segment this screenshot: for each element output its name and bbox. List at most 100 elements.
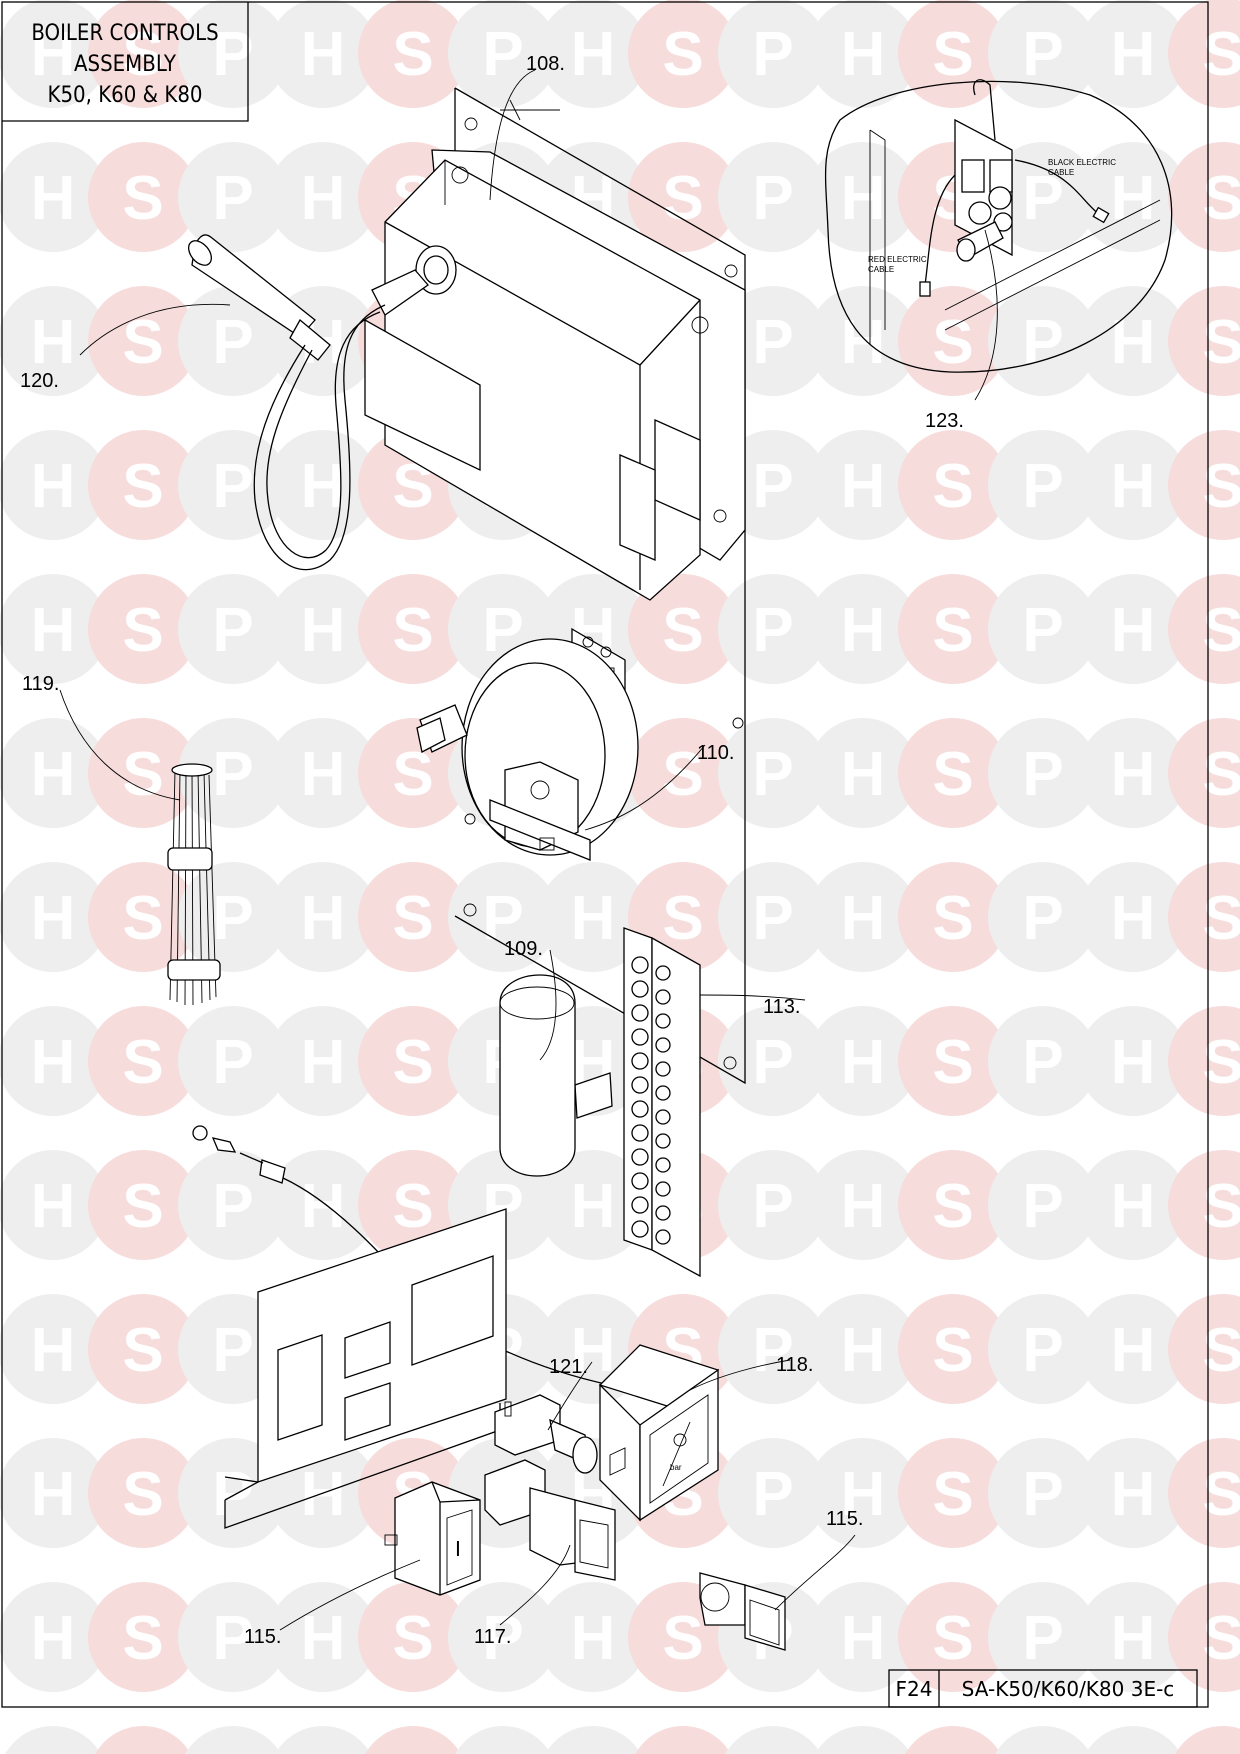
watermark-letter: P	[212, 1316, 253, 1385]
watermark-circle	[1168, 142, 1240, 252]
watermark-circle	[1168, 1150, 1240, 1260]
ignition-lead-120	[188, 234, 386, 571]
watermark-circle	[1168, 574, 1240, 684]
watermark-letter: H	[571, 20, 616, 89]
watermark-letter: S	[122, 20, 163, 89]
watermark-circle	[898, 286, 1008, 396]
watermark-circle	[995, 1726, 1091, 1754]
watermark-letter: H	[1111, 308, 1156, 377]
watermark-circle	[358, 574, 468, 684]
label-110: 110.	[697, 742, 734, 764]
watermark-circle	[88, 1438, 198, 1548]
page-border	[1, 1, 1209, 1708]
watermark-letter: P	[752, 1172, 793, 1241]
terminal-screw	[631, 1052, 649, 1070]
watermark-circle	[268, 142, 378, 252]
watermark-circle	[1078, 1294, 1188, 1404]
watermark-circle	[808, 574, 918, 684]
watermark-circle	[988, 0, 1098, 108]
watermark-letter: S	[122, 1028, 163, 1097]
watermark-circle	[898, 862, 1008, 972]
watermark-letter: S	[122, 1316, 163, 1385]
terminal-screw	[631, 1196, 649, 1214]
watermark-letter: H	[841, 1172, 886, 1241]
terminal-screw	[631, 1100, 649, 1118]
label-117: 117.	[474, 1626, 511, 1648]
inset-red-cable-1: RED ELECTRIC	[868, 255, 927, 264]
watermark-letter: H	[31, 308, 76, 377]
terminal-screw	[655, 1205, 671, 1221]
watermark-circle	[808, 718, 918, 828]
watermark-letter: P	[752, 884, 793, 953]
terminal-screw	[655, 1013, 671, 1029]
watermark-letter: P	[1022, 1316, 1063, 1385]
watermark-letter: H	[31, 1460, 76, 1529]
terminal-screw	[655, 1229, 671, 1245]
watermark-letter: S	[662, 596, 703, 665]
watermark-circle	[1168, 862, 1240, 972]
watermark-circle	[988, 1294, 1098, 1404]
terminal-screw	[631, 956, 649, 974]
watermark-letter: H	[841, 740, 886, 809]
watermark-circle	[988, 718, 1098, 828]
watermark-circle	[898, 430, 1008, 540]
watermark-letter: H	[841, 1316, 886, 1385]
watermark-circle	[0, 574, 108, 684]
watermark-circle	[88, 1582, 198, 1692]
watermark-circle	[898, 1438, 1008, 1548]
watermark-circle	[898, 718, 1008, 828]
watermark-circle	[815, 1726, 911, 1754]
capacitor-109	[499, 974, 613, 1177]
inset-black-cable-2: CABLE	[1048, 168, 1074, 177]
watermark-circle	[268, 0, 378, 108]
watermark-circle	[725, 1726, 821, 1754]
watermark-letter: P	[1022, 1172, 1063, 1241]
watermark-letter: S	[932, 740, 973, 809]
watermark-letter: P	[752, 596, 793, 665]
watermark-circle	[988, 1438, 1098, 1548]
pressure-gauge-118: bar	[598, 1344, 720, 1522]
watermark-letter: P	[482, 1748, 523, 1754]
terminal-screw	[631, 1148, 649, 1166]
watermark-letter: H	[571, 884, 616, 953]
watermark-circle	[0, 286, 108, 396]
watermark-circle	[808, 1438, 918, 1548]
reference-code: SA-K50/K60/K80 3E-c	[962, 1677, 1175, 1701]
watermark-letter: H	[301, 1748, 346, 1754]
watermark-circle	[898, 1582, 1008, 1692]
watermark-circle	[448, 862, 558, 972]
watermark-circle	[358, 862, 468, 972]
watermark-letter: S	[932, 1172, 973, 1241]
watermark-letter: H	[841, 884, 886, 953]
watermark-circle	[0, 862, 108, 972]
watermark-letter: S	[392, 1028, 433, 1097]
watermark-circle	[1078, 1438, 1188, 1548]
watermark-circle	[178, 862, 288, 972]
watermark-circle	[88, 1006, 198, 1116]
watermark-letter: S	[122, 596, 163, 665]
watermark-letter: H	[31, 1172, 76, 1241]
watermark-circle	[628, 718, 738, 828]
watermark-letter: S	[392, 596, 433, 665]
watermark-circle	[718, 142, 828, 252]
watermark-letter: S	[662, 164, 703, 233]
watermark-circle	[538, 1582, 648, 1692]
watermark-letter: H	[301, 884, 346, 953]
watermark-letter: H	[1111, 596, 1156, 665]
watermark-letter: P	[1022, 1748, 1063, 1754]
terminal-screw	[631, 1172, 649, 1190]
watermark-letter: P	[1022, 884, 1063, 953]
watermark-circle	[718, 0, 828, 108]
watermark-circle	[538, 0, 648, 108]
title-line-2: ASSEMBLY	[74, 52, 177, 77]
watermark-letter: H	[301, 1460, 346, 1529]
watermark-letter: P	[1022, 1028, 1063, 1097]
watermark-letter: P	[212, 1028, 253, 1097]
watermark-letter: H	[841, 1604, 886, 1673]
watermark-letter: S	[122, 884, 163, 953]
watermark-circle	[1078, 1006, 1188, 1116]
watermark-circle	[448, 0, 558, 108]
watermark-letter: P	[752, 452, 793, 521]
watermark-letter: H	[1111, 1316, 1156, 1385]
label-119: 119.	[22, 673, 59, 695]
